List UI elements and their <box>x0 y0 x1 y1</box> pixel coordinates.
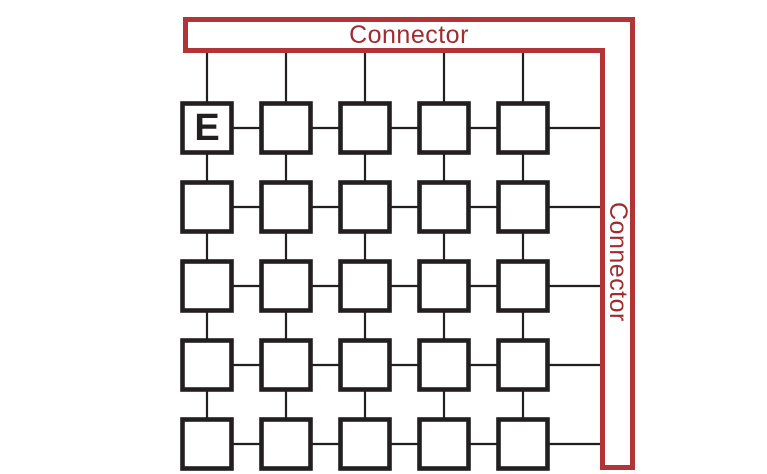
node-square <box>338 417 392 471</box>
node-square <box>496 417 550 471</box>
node-square <box>417 417 471 471</box>
node-square <box>259 101 313 155</box>
node-square <box>259 259 313 313</box>
node-square <box>338 101 392 155</box>
node-square <box>496 338 550 392</box>
node-square <box>180 180 234 234</box>
node-square-e <box>180 101 234 155</box>
node-square <box>338 180 392 234</box>
connector-frame <box>183 17 635 470</box>
node-square <box>496 259 550 313</box>
node-square <box>496 101 550 155</box>
node-square <box>417 101 471 155</box>
node-square <box>180 338 234 392</box>
node-square <box>496 180 550 234</box>
node-square <box>259 180 313 234</box>
node-square <box>417 338 471 392</box>
node-square <box>417 259 471 313</box>
node-square <box>180 259 234 313</box>
node-square <box>338 259 392 313</box>
node-square <box>259 417 313 471</box>
node-square <box>338 338 392 392</box>
node-square <box>259 338 313 392</box>
node-square <box>180 417 234 471</box>
node-square <box>417 180 471 234</box>
